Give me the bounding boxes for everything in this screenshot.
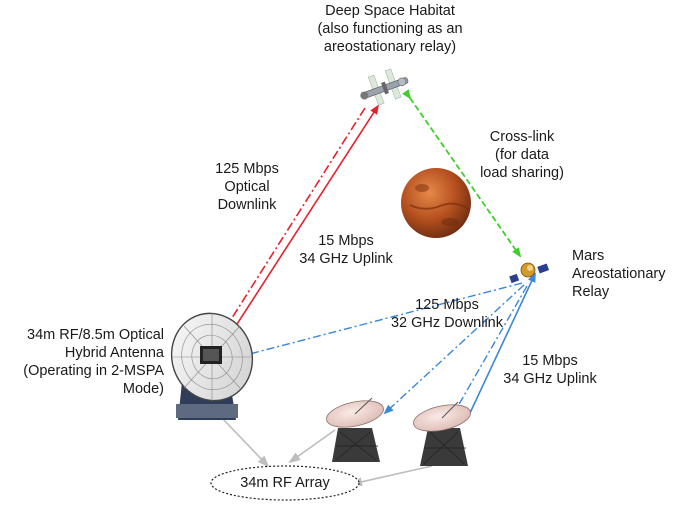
- rf-dish-icon: [413, 401, 471, 466]
- crosslink-label: Cross-link (for data load sharing): [480, 129, 564, 181]
- rf-dish-icon: [326, 397, 384, 462]
- habitat-spacecraft-icon: [360, 68, 409, 106]
- downlink-32ghz-label: 125 Mbps 32 GHz Downlink: [390, 297, 503, 331]
- habitat-uplink-arrow: [227, 104, 380, 339]
- habitat-uplink-label: 15 Mbps 34 GHz Uplink: [299, 233, 393, 267]
- relay-uplink-arrow: [469, 272, 536, 414]
- mars-planet-icon: [401, 168, 471, 238]
- hybrid-antenna-icon: [170, 312, 254, 420]
- rf-array-outline: [210, 465, 360, 501]
- rf-array-label: 34m RF Array: [240, 475, 330, 491]
- mars-relay-label: Mars Areostationary Relay: [572, 248, 666, 300]
- crosslink-arrow: [402, 89, 522, 258]
- relay-satellite-icon: [509, 262, 550, 284]
- downlink-to-hybrid-arrow: [240, 282, 523, 358]
- array-link-dish2-arrow: [350, 465, 433, 487]
- optical-downlink-label: 125 Mbps Optical Downlink: [215, 161, 279, 213]
- hybrid-antenna-label: 34m RF/8.5m Optical Hybrid Antenna (Oper…: [23, 327, 164, 397]
- relay-uplink-label: 15 Mbps 34 GHz Uplink: [503, 353, 597, 387]
- array-link-dish1-arrow: [288, 429, 336, 464]
- optical-downlink-arrow: [216, 107, 366, 342]
- array-link-hybrid-arrow: [221, 417, 270, 468]
- habitat-label: Deep Space Habitat (also functioning as …: [317, 3, 463, 55]
